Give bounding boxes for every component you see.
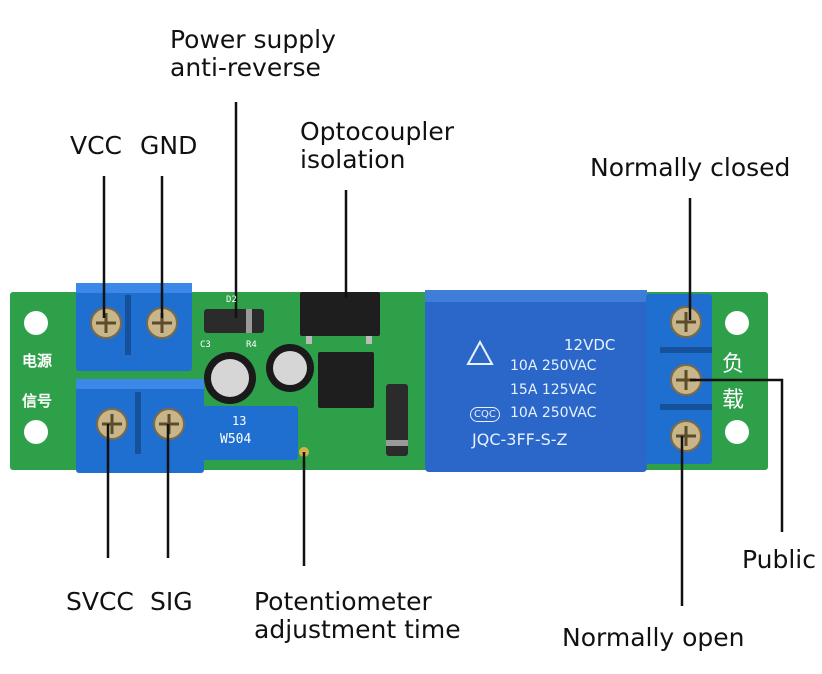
label-optocoupler-line2: isolation	[300, 145, 406, 174]
leader-public	[690, 378, 784, 532]
power-cn-label: 电源	[22, 352, 53, 370]
label-power-supply-line1: Power supply	[170, 25, 336, 54]
relay-rating-3: 10A 250VAC	[510, 405, 597, 421]
label-normally-open: Normally open	[562, 623, 745, 652]
label-optocoupler-isolation: Optocoupler isolation	[300, 118, 454, 174]
relay-model: JQC-3FF-S-Z	[472, 430, 568, 449]
cqc-mark: CQC	[470, 407, 500, 422]
pot-marking: W504	[220, 432, 252, 447]
potentiometer	[202, 406, 298, 460]
diode-d2	[204, 309, 264, 333]
flyback-diode	[386, 384, 408, 456]
load-cn-label-1: 负	[721, 352, 744, 377]
d2-silk: D2	[226, 295, 237, 305]
r4-silk: R4	[246, 340, 257, 350]
label-optocoupler-line1: Optocoupler	[300, 117, 455, 146]
label-power-supply-anti-reverse: Power supply anti-reverse	[170, 26, 336, 82]
label-potentiometer-line1: Potentiometer	[254, 587, 432, 616]
relay-rating-12vdc: 12VDC	[564, 336, 616, 354]
timer-ic	[318, 352, 374, 408]
label-vcc: VCC	[70, 131, 123, 160]
pot-number: 13	[232, 414, 247, 428]
mount-hole-top-left	[24, 311, 48, 335]
load-cn-label-2: 载	[721, 388, 744, 413]
label-public: Public	[742, 545, 816, 574]
relay-rating-1: 10A 250VAC	[510, 358, 597, 374]
c3-silk: C3	[200, 340, 211, 350]
leader-lines	[102, 102, 784, 606]
label-svcc: SVCC	[66, 587, 134, 616]
label-power-supply-line2: anti-reverse	[170, 53, 321, 82]
mount-hole-top-right	[725, 311, 749, 335]
label-gnd: GND	[140, 131, 198, 160]
mount-hole-bottom-left	[24, 420, 48, 444]
relay-rating-2: 15A 125VAC	[510, 382, 597, 398]
signal-cn-label: 信号	[22, 392, 53, 410]
relay	[425, 290, 647, 472]
label-potentiometer-adjustment-time: Potentiometer adjustment time	[254, 588, 461, 644]
label-potentiometer-line2: adjustment time	[254, 615, 461, 644]
relay-warning-triangle	[466, 339, 494, 365]
optocoupler-chip	[300, 292, 380, 336]
label-sig: SIG	[150, 587, 193, 616]
mount-hole-bottom-right	[725, 420, 749, 444]
label-normally-closed: Normally closed	[590, 153, 791, 182]
